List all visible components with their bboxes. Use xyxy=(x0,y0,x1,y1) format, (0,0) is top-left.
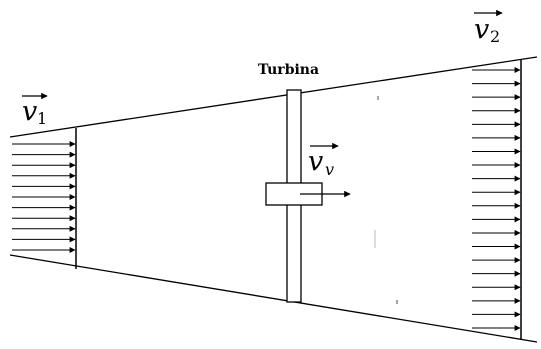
outlet-velocity-profile xyxy=(472,67,521,331)
stream-tube-top-boundary xyxy=(9,56,538,138)
inlet-velocity-profile xyxy=(12,141,76,253)
v1-subscript: 1 xyxy=(37,109,47,128)
turbine-label: Turbina xyxy=(258,62,319,78)
stream-tube-bottom-boundary xyxy=(9,254,538,343)
v2-symbol: v xyxy=(474,14,489,45)
v2-label: v 2 xyxy=(474,9,503,46)
vv-subscript: v xyxy=(325,160,334,179)
v2-subscript: 2 xyxy=(490,27,500,46)
v1-symbol: v xyxy=(22,96,37,127)
v1-label: v 1 xyxy=(22,92,48,128)
vv-symbol: v xyxy=(308,146,323,177)
vv-label: v v xyxy=(308,142,339,179)
